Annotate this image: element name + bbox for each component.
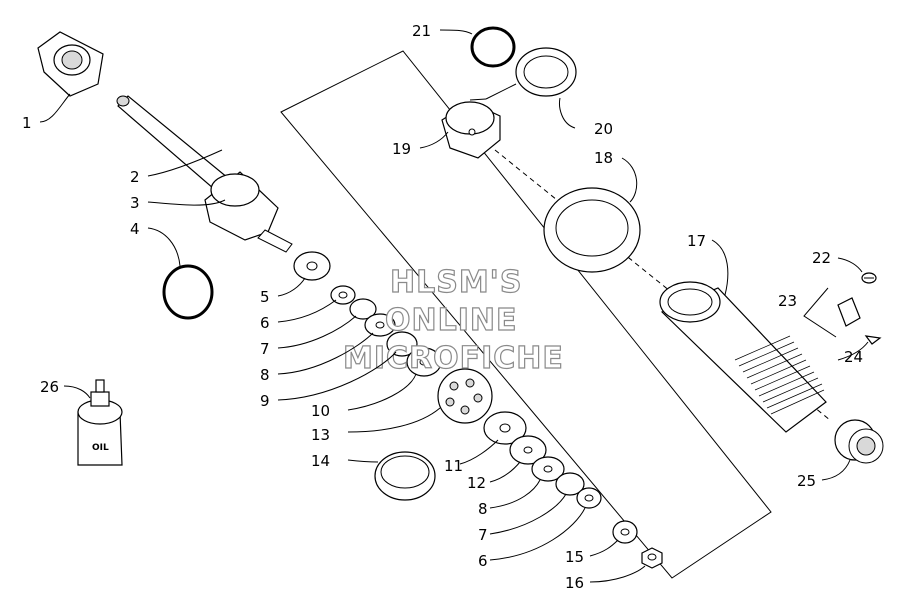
callout-17: 17 [687, 232, 706, 250]
callout-5: 5 [260, 288, 270, 306]
leader-lines [39, 29, 869, 583]
callout-4: 4 [130, 220, 140, 238]
watermark-line-2: ONLINE [385, 303, 518, 338]
part-4-o-ring [162, 264, 214, 320]
part-22-screw [861, 272, 877, 284]
part-12-shim [509, 435, 547, 465]
body-thread-lines [734, 335, 825, 415]
part-7-shim-lower [555, 472, 585, 496]
part-25-bottom-mount [834, 419, 884, 464]
callout-15: 15 [565, 548, 584, 566]
callout-25: 25 [797, 472, 816, 490]
part-8-shim-lower [531, 456, 565, 482]
callout-21: 21 [412, 22, 431, 40]
part-19-cap [441, 101, 501, 159]
part-1-top-mount [37, 31, 104, 97]
part-7-shim [349, 298, 377, 320]
part-9-shim [386, 331, 418, 357]
callout-7: 7 [260, 340, 270, 358]
part-21-o-ring [470, 26, 516, 68]
part-23-valve [803, 287, 861, 338]
callout-1: 1 [22, 114, 32, 132]
part-8-shim [364, 313, 396, 337]
part-20-ring [515, 47, 577, 97]
part-13-piston [437, 368, 493, 424]
part-26-oil-bottle: OIL [77, 379, 123, 466]
callout-6: 6 [260, 314, 270, 332]
callout-6-lower: 6 [478, 552, 488, 570]
part-5-washer [293, 251, 331, 281]
callout-8-lower: 8 [478, 500, 488, 518]
part-18-collar [543, 187, 641, 273]
callout-14: 14 [311, 452, 330, 470]
callout-16: 16 [565, 574, 584, 592]
callout-19: 19 [392, 140, 411, 158]
part-10-shim [406, 347, 442, 377]
callout-2: 2 [130, 168, 140, 186]
part-15-washer [612, 520, 638, 544]
callout-24: 24 [844, 348, 863, 366]
part-3-body-cap [204, 171, 293, 253]
callout-11: 11 [444, 457, 463, 475]
callout-20: 20 [594, 120, 613, 138]
callout-3: 3 [130, 194, 140, 212]
part-24-valve-cap [864, 335, 882, 345]
part-16-nut [641, 547, 663, 569]
part-6-shim-lower [576, 487, 602, 509]
callout-numbers: 1 2 3 4 5 6 7 8 9 10 11 12 13 14 15 16 1… [22, 22, 863, 592]
part-14-piston-band [374, 451, 436, 501]
part-6-shim [330, 285, 356, 305]
callout-8: 8 [260, 366, 270, 384]
watermark-line-3: MICROFICHE [343, 341, 564, 376]
callout-26: 26 [40, 378, 59, 396]
callout-9: 9 [260, 392, 270, 410]
oil-label: OIL [92, 443, 109, 453]
callout-18: 18 [594, 149, 613, 167]
watermark-line-1: HLSM'S [390, 265, 522, 300]
callout-7-lower: 7 [478, 526, 488, 544]
callout-12: 12 [467, 474, 486, 492]
callout-23: 23 [778, 292, 797, 310]
watermark: HLSM'S ONLINE MICROFICHE [342, 264, 564, 376]
callout-22: 22 [812, 249, 831, 267]
part-11-washer [483, 411, 527, 445]
assembly-boundary [280, 50, 772, 579]
callout-13: 13 [311, 426, 330, 444]
callout-10: 10 [311, 402, 330, 420]
part-17-shock-body [659, 281, 827, 433]
